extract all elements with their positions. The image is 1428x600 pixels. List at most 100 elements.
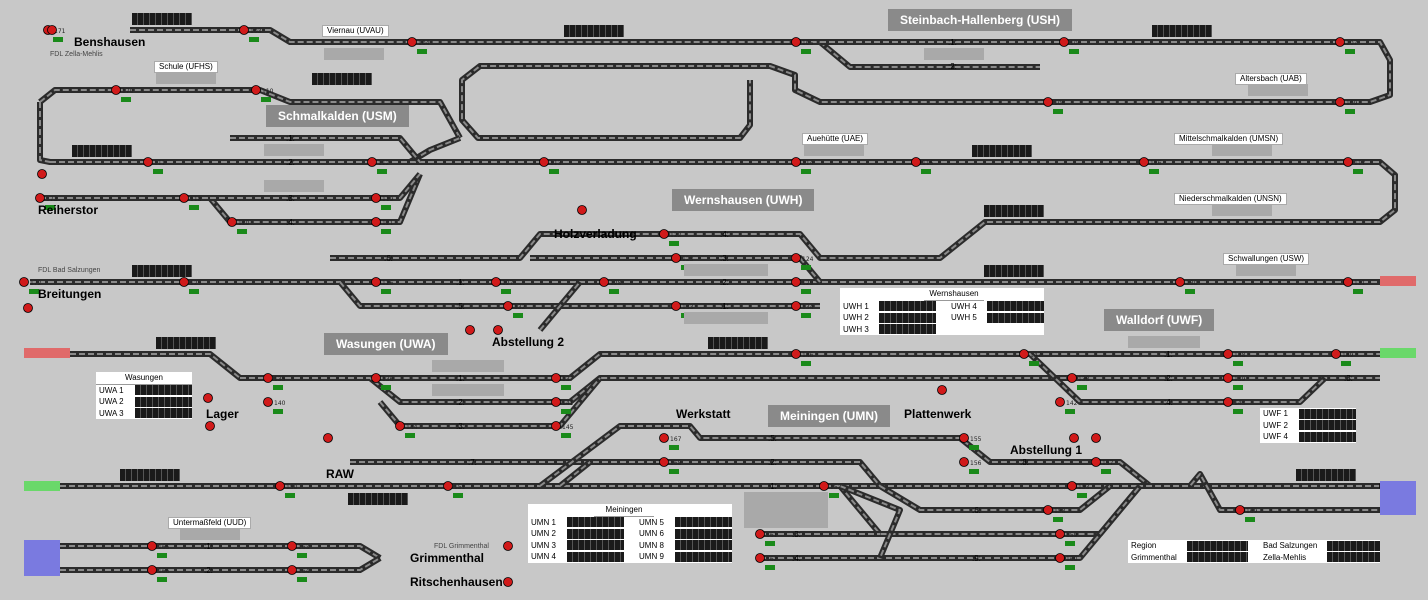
signal-red-138[interactable] [1067, 373, 1077, 383]
signal-red-107[interactable] [1335, 37, 1345, 47]
panel-region: Region Grimmenthal Bad Salzungen Zella-M… [1128, 540, 1380, 563]
signal-red-141[interactable] [551, 397, 561, 407]
signal-red-118[interactable] [179, 193, 189, 203]
endpoint-marker[interactable] [503, 577, 513, 587]
signal-red-114[interactable] [791, 157, 801, 167]
signal-red-161[interactable] [755, 529, 765, 539]
signal-red-112[interactable] [367, 157, 377, 167]
signal-red-166[interactable] [147, 565, 157, 575]
endpoint-marker[interactable] [503, 541, 513, 551]
signal-red-129[interactable] [791, 277, 801, 287]
endpoint-marker[interactable] [937, 385, 947, 395]
signal-red-168[interactable] [659, 457, 669, 467]
signal-red-131[interactable] [1343, 277, 1353, 287]
signal-number: 128 [610, 280, 622, 287]
signal-red-115[interactable] [911, 157, 921, 167]
signal-red-145[interactable] [551, 421, 561, 431]
signal-red-132[interactable] [503, 301, 513, 311]
signal-green-aspect [189, 205, 199, 210]
signal-red-136[interactable] [371, 373, 381, 383]
endpoint-marker[interactable] [205, 421, 215, 431]
signal-red-134[interactable] [791, 301, 801, 311]
signal-red-164[interactable] [287, 565, 297, 575]
endpoint-marker[interactable] [47, 25, 57, 35]
endpoint-marker[interactable] [465, 325, 475, 335]
signal-red-170[interactable] [111, 85, 121, 95]
signal-red-163[interactable] [287, 541, 297, 551]
signal-red-123[interactable] [671, 253, 681, 263]
signal-red-109[interactable] [1335, 97, 1345, 107]
signal-red-137[interactable] [551, 373, 561, 383]
signal-red-169[interactable] [1235, 505, 1245, 515]
signal-red-124[interactable] [791, 253, 801, 263]
signal-number: 144 [406, 424, 418, 431]
signal-red-153[interactable] [1067, 481, 1077, 491]
exit-edge-red-left[interactable] [24, 348, 70, 358]
signal-red-157[interactable] [1091, 457, 1101, 467]
signal-red-127[interactable] [491, 277, 501, 287]
signal-red-105[interactable] [791, 37, 801, 47]
endpoint-marker[interactable] [493, 325, 503, 335]
signal-red-110[interactable] [251, 85, 261, 95]
signal-red-106[interactable] [1059, 37, 1069, 47]
signal-red-113[interactable] [539, 157, 549, 167]
occupancy-block [312, 73, 372, 85]
signal-red-159[interactable] [1055, 529, 1065, 539]
signal-red-167[interactable] [659, 433, 669, 443]
signal-red-160[interactable] [1055, 553, 1065, 563]
signal-red-173[interactable] [35, 193, 45, 203]
signal-red-149[interactable] [1331, 349, 1341, 359]
signal-red-143[interactable] [1223, 397, 1233, 407]
signal-red-144[interactable] [395, 421, 405, 431]
signal-red-111[interactable] [143, 157, 153, 167]
signal-red-147[interactable] [1019, 349, 1029, 359]
exit-edge-blue-right[interactable] [1380, 481, 1416, 515]
endpoint-marker[interactable] [37, 169, 47, 179]
signal-red-140[interactable] [263, 397, 273, 407]
signal-green-aspect [121, 97, 131, 102]
exit-edge-green-right[interactable] [1380, 348, 1416, 358]
signal-red-162[interactable] [755, 553, 765, 563]
endpoint-marker[interactable] [577, 205, 587, 215]
signal-red-133[interactable] [671, 301, 681, 311]
signal-red-148[interactable] [1223, 349, 1233, 359]
signal-red-103[interactable] [239, 25, 249, 35]
signal-red-165[interactable] [147, 541, 157, 551]
exit-edge-blue-left[interactable] [24, 540, 60, 576]
signal-red-116[interactable] [1139, 157, 1149, 167]
endpoint-marker[interactable] [1069, 433, 1079, 443]
signal-red-122[interactable] [659, 229, 669, 239]
endpoint-marker[interactable] [1091, 433, 1101, 443]
signal-number: 117 [1354, 160, 1366, 167]
signal-red-125[interactable] [179, 277, 189, 287]
signal-green-aspect [561, 385, 571, 390]
signal-red-172[interactable] [19, 277, 29, 287]
signal-red-150[interactable] [275, 481, 285, 491]
signal-red-121[interactable] [371, 217, 381, 227]
signal-red-108[interactable] [1043, 97, 1053, 107]
signal-red-151[interactable] [443, 481, 453, 491]
signal-red-135[interactable] [263, 373, 273, 383]
signal-red-126[interactable] [371, 277, 381, 287]
signal-red-128[interactable] [599, 277, 609, 287]
endpoint-marker[interactable] [323, 433, 333, 443]
endpoint-marker[interactable] [203, 393, 213, 403]
signal-red-119[interactable] [371, 193, 381, 203]
signal-red-104[interactable] [407, 37, 417, 47]
signal-red-130[interactable] [1175, 277, 1185, 287]
signal-red-152[interactable] [819, 481, 829, 491]
signal-red-120[interactable] [227, 217, 237, 227]
endpoint-marker[interactable] [23, 303, 33, 313]
exit-edge-green-left[interactable] [24, 481, 60, 491]
signal-red-146[interactable] [791, 349, 801, 359]
signal-red-158[interactable] [1043, 505, 1053, 515]
panel-row-label: UWH 3 [843, 324, 869, 334]
signal-red-156[interactable] [959, 457, 969, 467]
signal-number: 165 [158, 544, 170, 551]
station-bar [1248, 84, 1308, 96]
signal-red-155[interactable] [959, 433, 969, 443]
signal-red-142[interactable] [1055, 397, 1065, 407]
exit-edge-red-right[interactable] [1380, 276, 1416, 286]
signal-red-139[interactable] [1223, 373, 1233, 383]
signal-red-117[interactable] [1343, 157, 1353, 167]
